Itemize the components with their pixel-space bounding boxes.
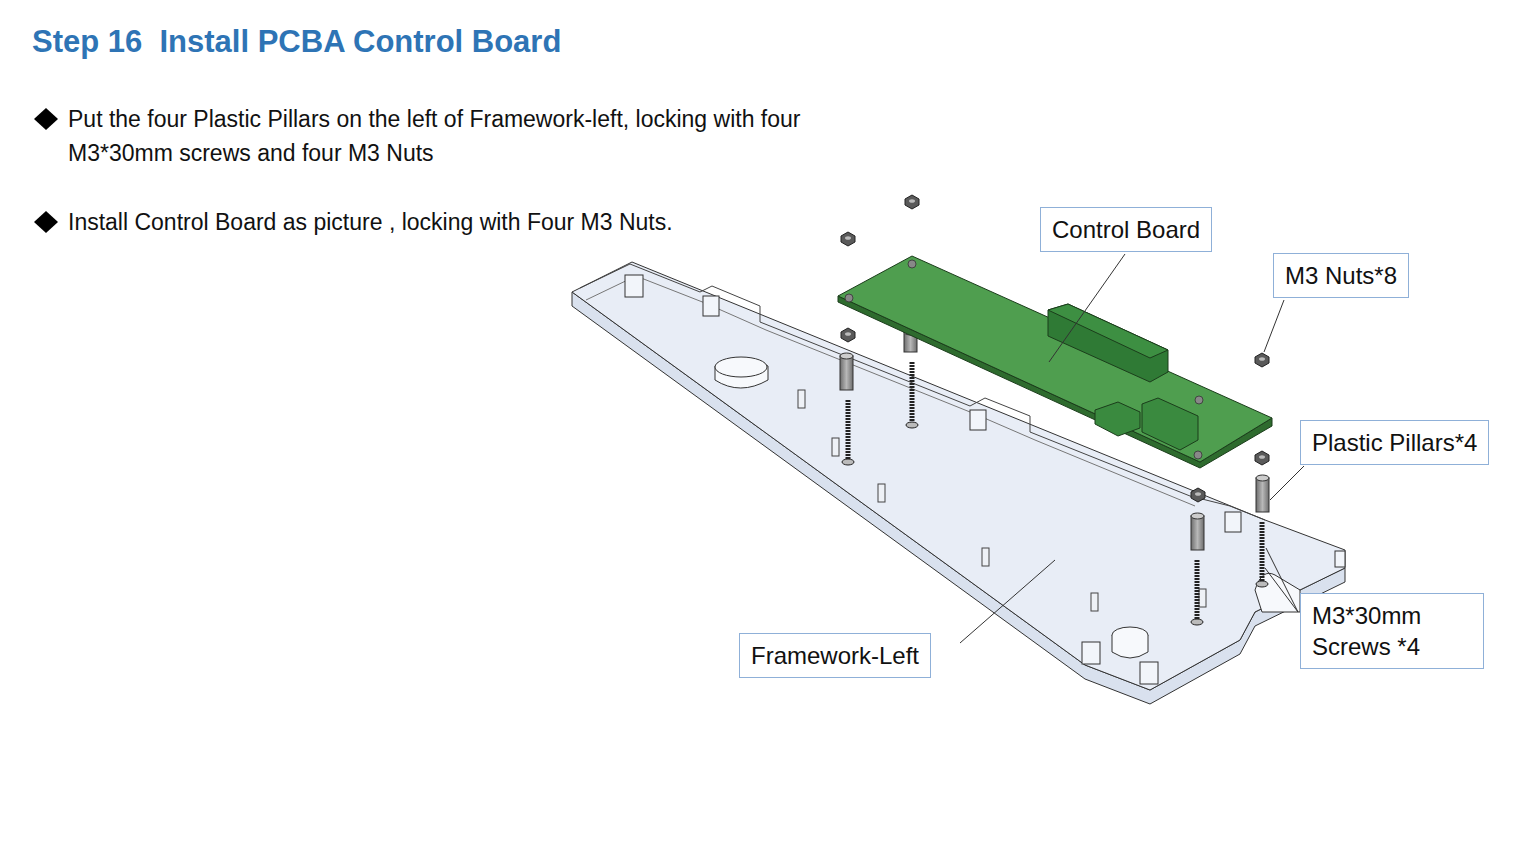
callout-box: Framework-Left [739,633,931,678]
m3-nuts [841,195,1269,502]
page-title: Step 16 Install PCBA Control Board [32,24,561,60]
instruction-text: Put the four Plastic Pillars on the left… [68,102,828,170]
leader-lines [960,254,1304,643]
callout-label: M3*30mm Screws *4 [1312,600,1472,662]
callout-label: M3 Nuts*8 [1285,260,1397,291]
callout-box: M3*30mm Screws *4 [1300,593,1484,669]
callout-label: Framework-Left [751,640,919,671]
callout-label: Control Board [1052,214,1200,245]
bullet-diamond [34,108,58,130]
instruction-text: Install Control Board as picture , locki… [68,205,858,239]
callout-box: Control Board [1040,207,1212,252]
bullet-diamond [34,211,58,233]
callout-box: Plastic Pillars*4 [1300,420,1489,465]
callout-box: M3 Nuts*8 [1273,253,1409,298]
callout-label: Plastic Pillars*4 [1312,427,1477,458]
control-board [838,256,1272,468]
